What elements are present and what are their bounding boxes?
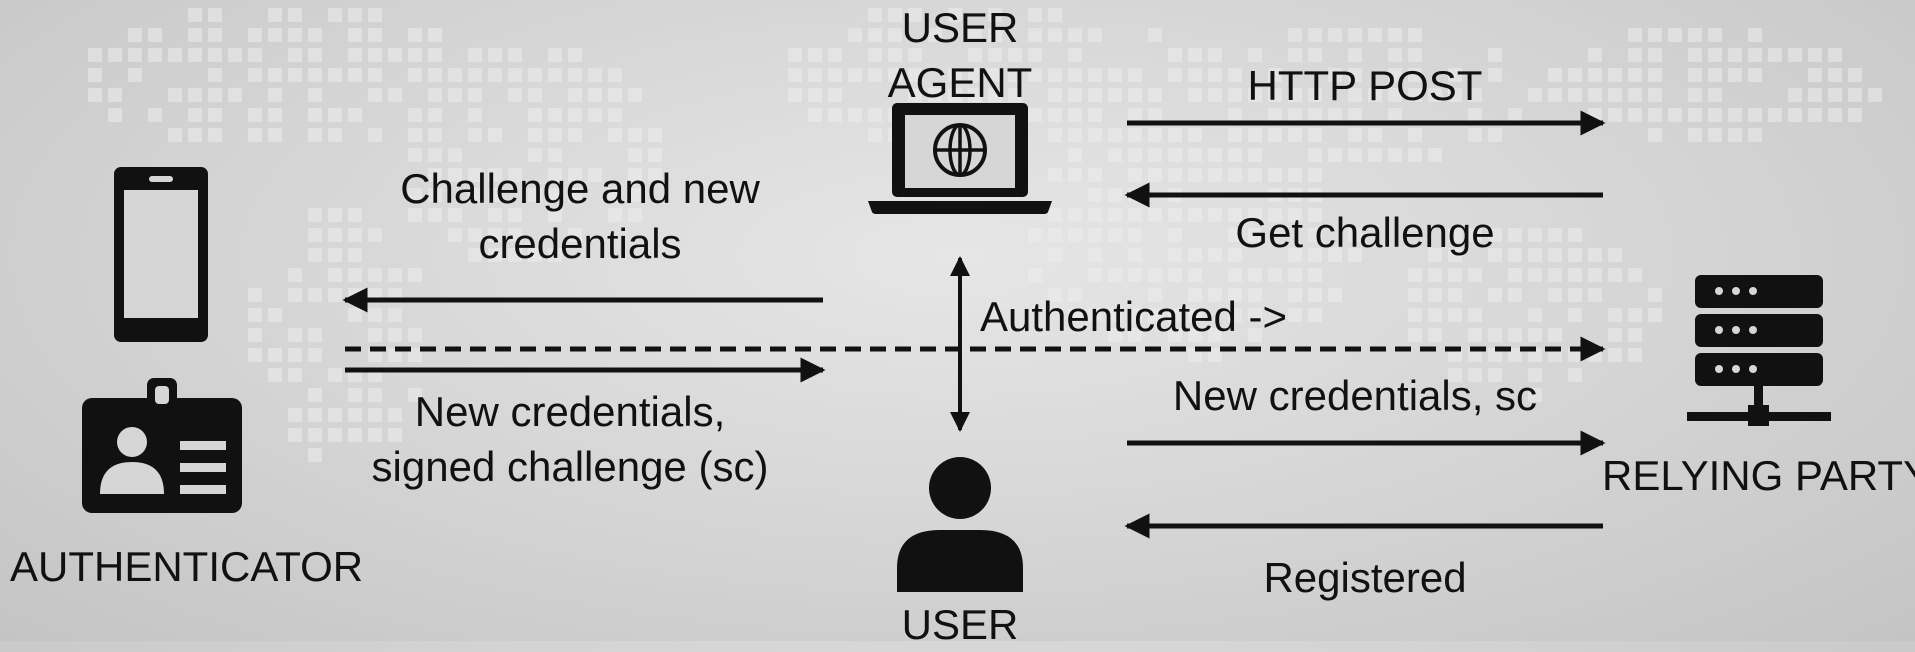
authenticator-label: AUTHENTICATOR bbox=[10, 543, 364, 590]
challenge-new-credentials-label: Challenge and new credentials bbox=[345, 161, 815, 271]
http-post-label: HTTP POST bbox=[1247, 62, 1483, 109]
laptop-globe-icon bbox=[868, 103, 1052, 214]
new-credentials-sc-label: New credentials, sc bbox=[1172, 372, 1538, 419]
user-agent-label: USER AGENT bbox=[880, 0, 1040, 110]
person-icon bbox=[897, 457, 1023, 592]
new-credentials-label-line2: signed challenge (sc) bbox=[371, 443, 769, 490]
user-label: USER bbox=[901, 601, 1019, 648]
new-credentials-signed-challenge-label: New credentials, signed challenge (sc) bbox=[340, 384, 800, 494]
challenge-label-line2: credentials bbox=[478, 220, 682, 267]
smartphone-icon bbox=[114, 167, 208, 342]
challenge-label-line1: Challenge and new bbox=[400, 165, 760, 212]
id-badge-icon bbox=[82, 378, 242, 513]
relying-party-label: RELYING PARTY bbox=[1602, 452, 1915, 499]
registered-label: Registered bbox=[1263, 554, 1467, 601]
authenticated-label: Authenticated -> bbox=[980, 293, 1288, 340]
user-agent-label-line2: AGENT bbox=[887, 59, 1033, 106]
new-credentials-label-line1: New credentials, bbox=[414, 388, 726, 435]
get-challenge-label: Get challenge bbox=[1235, 209, 1495, 256]
server-rack-icon bbox=[1687, 275, 1831, 426]
user-agent-label-line1: USER bbox=[901, 4, 1019, 51]
